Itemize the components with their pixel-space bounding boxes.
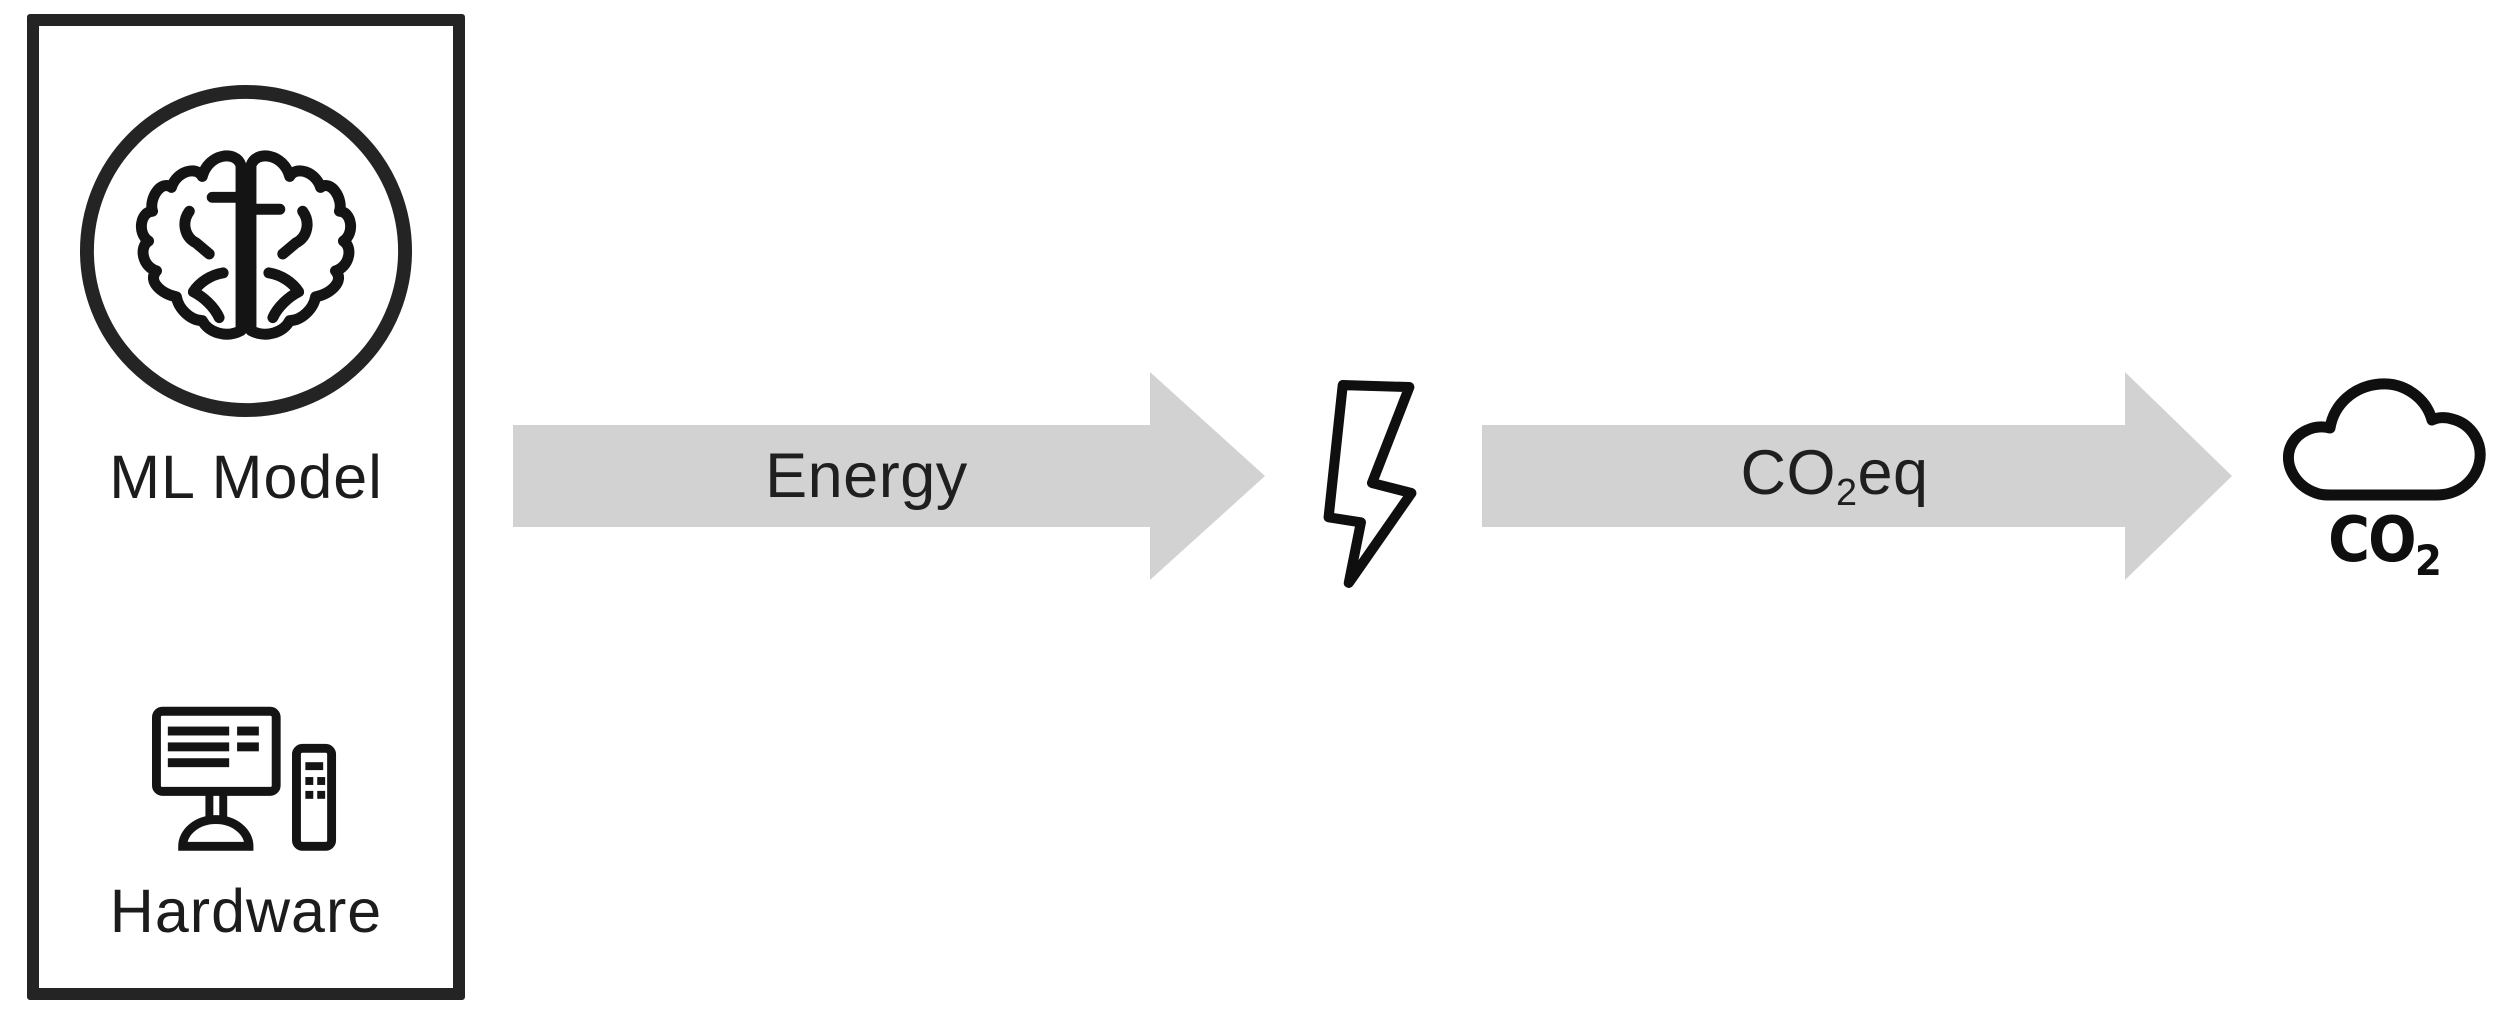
co2-cloud-icon: CO2 [2274, 375, 2496, 590]
computer-hardware-icon [152, 706, 337, 851]
co2-label: CO2 [2328, 503, 2442, 585]
brain-icon [79, 84, 413, 418]
co2eq-arrow: CO2eq [1482, 372, 2232, 580]
inputs-box: ML Model Hardware [27, 14, 465, 1000]
energy-arrow-shape [513, 372, 1265, 580]
cloud-outline [2283, 378, 2486, 501]
energy-arrow: Energy [513, 372, 1265, 580]
co2eq-arrow-shape [1482, 372, 2232, 580]
lightning-bolt-icon [1323, 380, 1417, 588]
energy-arrow-label: Energy [765, 441, 968, 511]
co2eq-arrow-label: CO2eq [1740, 438, 1929, 514]
brain-left-hemisphere [135, 150, 247, 340]
brain-right-hemisphere [245, 150, 357, 340]
hardware-label: Hardware [109, 877, 383, 945]
ml-model-label: ML Model [109, 443, 383, 511]
